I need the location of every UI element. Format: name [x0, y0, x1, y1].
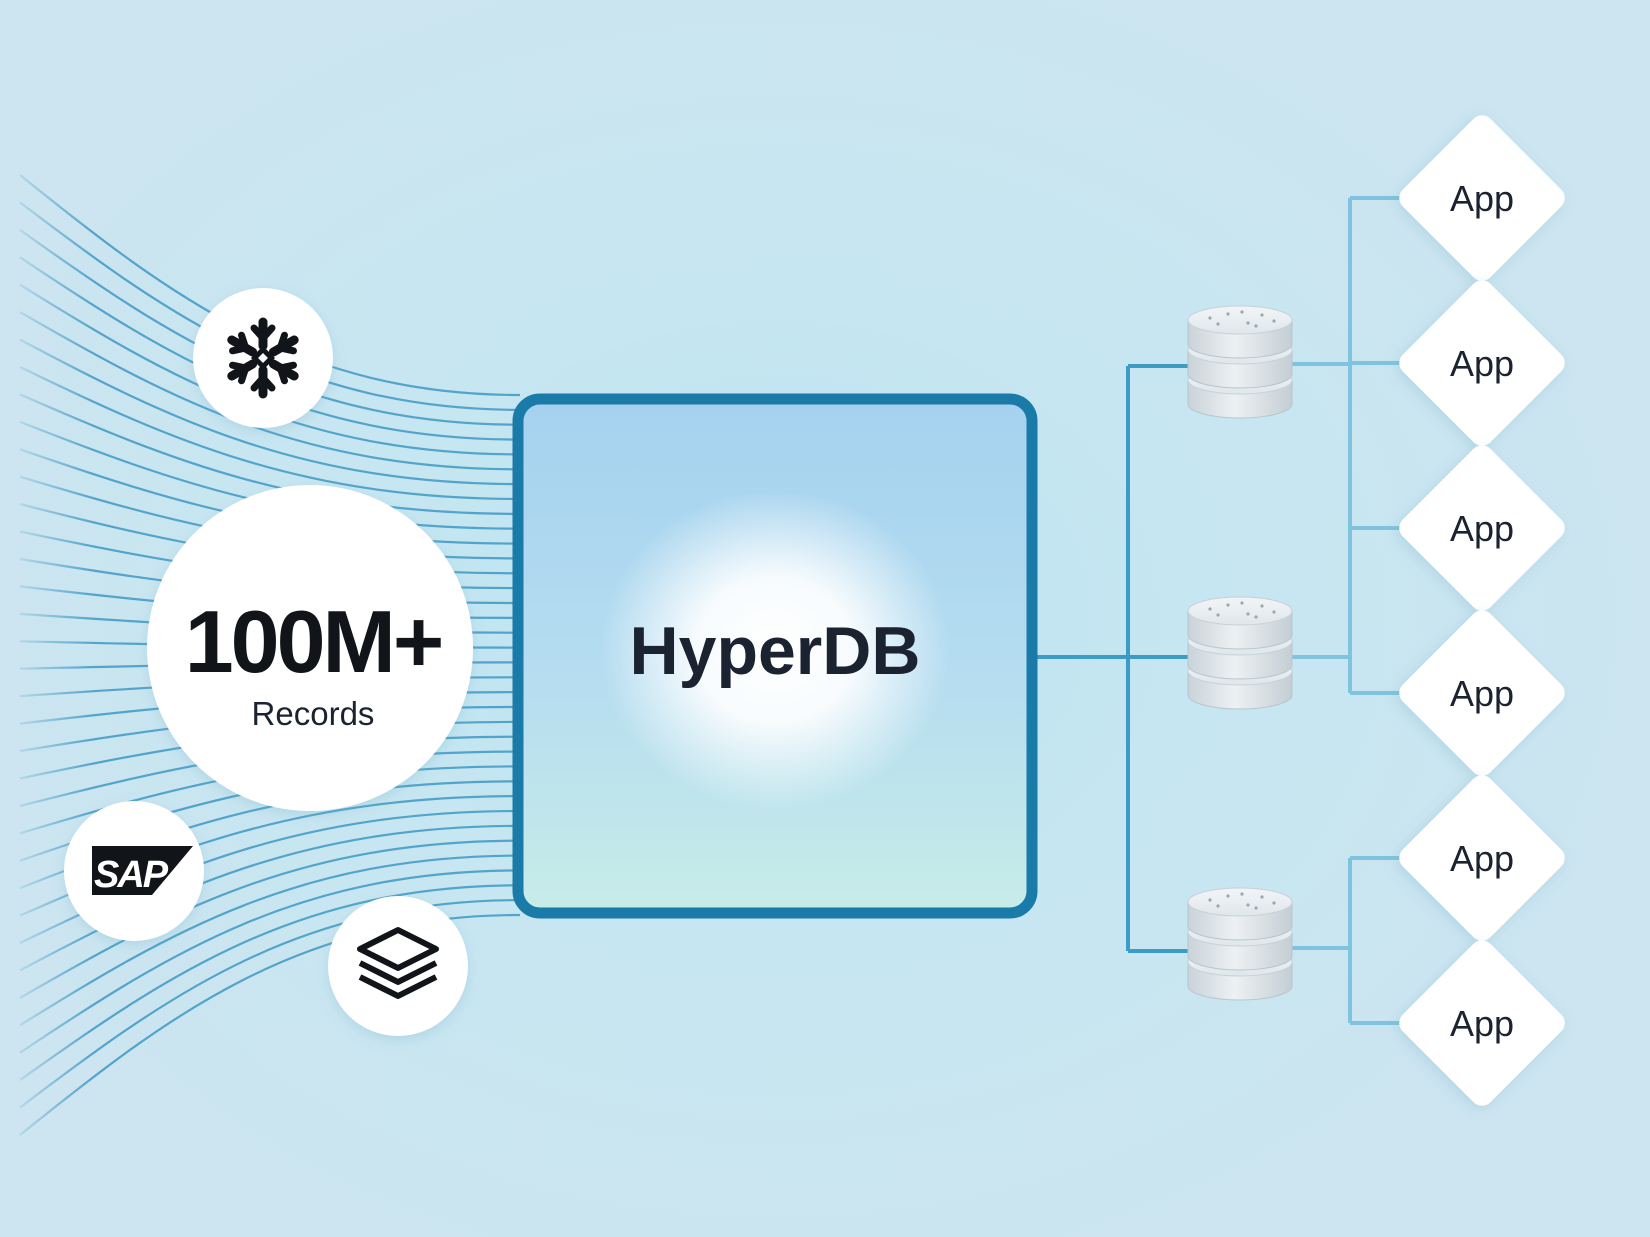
- records-value: 100M+: [185, 592, 442, 691]
- app-label: App: [1450, 673, 1514, 714]
- app-diamond: [1399, 445, 1565, 611]
- disk-speckle: [1216, 904, 1220, 908]
- source-snowflake: [193, 288, 333, 428]
- app-node: App: [1399, 115, 1565, 281]
- disk-top: [1187, 596, 1293, 626]
- disk-speckle: [1272, 319, 1276, 323]
- app-label: App: [1450, 1003, 1514, 1044]
- disk-speckle: [1208, 607, 1212, 611]
- disk-speckle: [1246, 903, 1250, 907]
- connector-lines: [1036, 196, 1420, 1025]
- snowflake-icon: [227, 317, 298, 394]
- disk-speckle: [1246, 321, 1250, 325]
- disk-speckle: [1216, 613, 1220, 617]
- app-label: App: [1450, 343, 1514, 384]
- records-caption: Records: [252, 695, 375, 732]
- disk-speckle: [1260, 895, 1264, 899]
- disk-speckle: [1246, 612, 1250, 616]
- hyperdb-hub: HyperDB: [512, 393, 1038, 919]
- disk-speckle: [1216, 322, 1220, 326]
- database-stack-icon: [1187, 596, 1293, 710]
- disk-speckle: [1240, 601, 1244, 605]
- disk-top: [1187, 887, 1293, 917]
- app-diamond: [1399, 115, 1565, 281]
- app-diamond: [1399, 775, 1565, 941]
- disk-speckle: [1260, 604, 1264, 608]
- records-circle: [147, 485, 473, 811]
- app-label: App: [1450, 508, 1514, 549]
- database-stack-icon: [1187, 305, 1293, 419]
- disk-speckle: [1226, 894, 1230, 898]
- hub-label: HyperDB: [630, 613, 921, 689]
- records-stat: [147, 485, 473, 811]
- app-node: App: [1399, 445, 1565, 611]
- sap-logo: SAP: [92, 846, 193, 896]
- app-diamond: [1399, 940, 1565, 1106]
- app-node: App: [1399, 280, 1565, 446]
- disk-speckle: [1260, 313, 1264, 317]
- source-sap: SAP: [64, 801, 204, 941]
- disk-speckle: [1226, 312, 1230, 316]
- disk-top: [1187, 305, 1293, 335]
- disk-speckle: [1272, 901, 1276, 905]
- app-diamond: [1399, 280, 1565, 446]
- disk-speckle: [1254, 324, 1258, 328]
- disk-speckle: [1208, 898, 1212, 902]
- disk-speckle: [1226, 603, 1230, 607]
- sap-logo-text: SAP: [94, 854, 169, 896]
- disk-speckle: [1254, 615, 1258, 619]
- source-databricks: [328, 896, 468, 1036]
- source-circle: [193, 288, 333, 428]
- disk-speckle: [1240, 892, 1244, 896]
- database-stacks: [1187, 305, 1293, 1001]
- app-diamond: [1399, 610, 1565, 776]
- database-stack-icon: [1187, 887, 1293, 1001]
- app-label: App: [1450, 838, 1514, 879]
- databricks-icon: [357, 927, 439, 999]
- app-node: App: [1399, 940, 1565, 1106]
- disk-speckle: [1208, 316, 1212, 320]
- disk-speckle: [1272, 610, 1276, 614]
- disk-speckle: [1254, 906, 1258, 910]
- app-label: App: [1450, 178, 1514, 219]
- app-node: App: [1399, 610, 1565, 776]
- hub-glow: [600, 490, 950, 810]
- disk-speckle: [1240, 310, 1244, 314]
- app-node: App: [1399, 775, 1565, 941]
